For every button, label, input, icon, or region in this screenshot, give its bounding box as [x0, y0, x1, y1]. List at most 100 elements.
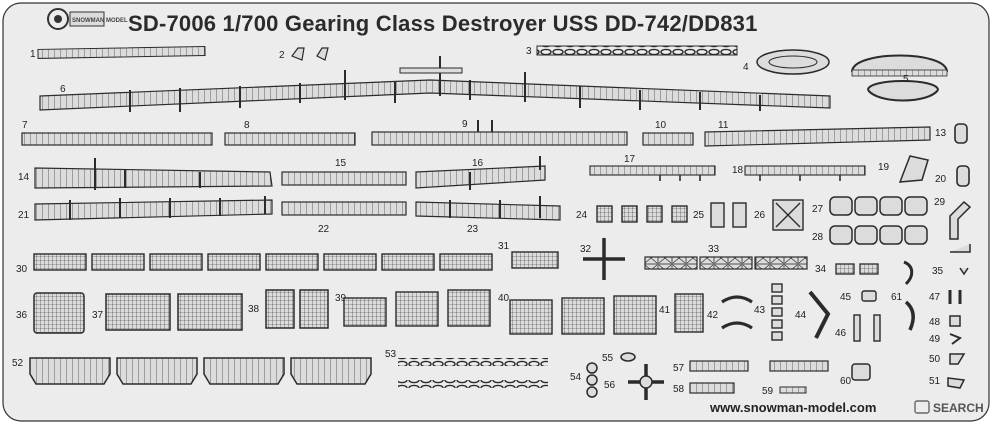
watermark-icon — [914, 400, 930, 414]
part-number: 30 — [16, 264, 28, 275]
part-number: 8 — [244, 120, 250, 131]
snowman-logo: SNOWMAN MODEL — [47, 8, 128, 30]
part-number: 47 — [929, 292, 941, 303]
part-number: 42 — [707, 310, 719, 321]
part-4-boat — [756, 49, 830, 75]
part-number: 9 — [462, 119, 468, 130]
part-28-tanks — [829, 225, 928, 245]
part-number: 28 — [812, 232, 824, 243]
brand-logo-text: SNOWMAN MODEL — [72, 18, 128, 24]
part-23-rail — [415, 201, 561, 221]
part-59-strip — [779, 386, 807, 394]
part-30-platforms — [33, 253, 493, 271]
part-42-clips — [721, 295, 753, 330]
part-number: 35 — [932, 266, 944, 277]
watermark-text: SEARCH — [933, 401, 984, 415]
part-number: 19 — [878, 162, 890, 173]
part-number: 24 — [576, 210, 588, 221]
part-15-rail — [281, 171, 407, 186]
part-number: 53 — [385, 349, 397, 360]
part-17-rail — [589, 165, 716, 176]
part-16-rail — [415, 165, 546, 189]
part-number: 50 — [929, 354, 941, 365]
part-34-pieces — [835, 263, 879, 275]
part-number: 1 — [30, 49, 36, 60]
part-number: 4 — [743, 62, 749, 73]
part-19-piece — [898, 155, 929, 183]
part-number: 39 — [335, 293, 347, 304]
part-45-piece — [861, 290, 877, 302]
part-number: 60 — [840, 376, 852, 387]
part-44-ladder — [808, 290, 831, 339]
part-number: 49 — [929, 334, 941, 345]
part-37-racks — [105, 293, 243, 331]
part-number: 44 — [795, 310, 807, 321]
part-2-piece — [291, 47, 329, 61]
part-50-piece — [949, 353, 966, 365]
part-number: 20 — [935, 174, 947, 185]
part-20-piece — [956, 165, 970, 187]
part-number: 5 — [903, 74, 909, 85]
part-number: 37 — [92, 310, 104, 321]
part-number: 56 — [604, 380, 616, 391]
part-number: 11 — [718, 120, 729, 131]
part-number: 21 — [18, 210, 30, 221]
part-53-chain-b — [398, 380, 548, 388]
website-url: www.snowman-model.com — [709, 400, 876, 415]
part-6-long-rail — [39, 79, 831, 111]
part-48-piece — [949, 315, 961, 327]
part-9-strip — [371, 131, 628, 146]
part-27-tanks — [829, 196, 928, 216]
part-3-chain-strip — [536, 45, 738, 56]
part-58-strip — [689, 382, 735, 394]
part-36-grate — [33, 292, 85, 334]
part-49-piece — [949, 333, 963, 345]
part-number: 38 — [248, 304, 260, 315]
part-number: 33 — [708, 244, 720, 255]
part-38-frames — [265, 289, 329, 329]
part-number: 25 — [693, 210, 705, 221]
part-46-rods — [853, 314, 881, 342]
part-number: 58 — [673, 384, 685, 395]
part-25-pieces — [710, 202, 747, 228]
part-number: 61 — [891, 292, 903, 303]
part-57-strip-b — [769, 360, 829, 372]
part-24-hatches — [596, 205, 688, 223]
part-number: 3 — [526, 46, 532, 57]
part-number: 43 — [754, 305, 766, 316]
part-number: 45 — [840, 292, 852, 303]
part-number: 31 — [498, 241, 510, 252]
part-number: 40 — [498, 293, 510, 304]
part-35-heart — [959, 267, 969, 276]
part-31-piece — [511, 251, 559, 269]
sheet-title: SD-7006 1/700 Gearing Class Destroyer US… — [128, 11, 758, 36]
part-number: 13 — [935, 128, 947, 139]
part-7-strip — [21, 132, 213, 146]
part-11-strip — [704, 126, 931, 147]
part-number: 48 — [929, 317, 941, 328]
part-number: 27 — [812, 204, 824, 215]
part-29-bracket — [949, 200, 972, 253]
part-40-assemblies — [509, 295, 657, 335]
part-number: 34 — [815, 264, 827, 275]
part-number: 23 — [467, 224, 479, 235]
part-number: 29 — [934, 197, 946, 208]
part-number: 6 — [60, 84, 66, 95]
part-number: 10 — [655, 120, 667, 131]
part-number: 54 — [570, 372, 582, 383]
part-57-strip — [689, 360, 749, 372]
part-number: 16 — [472, 158, 484, 169]
part-55-piece — [620, 352, 636, 362]
part-39-assemblies — [343, 289, 491, 327]
part-number: 18 — [732, 165, 744, 176]
part-26-piece — [772, 199, 804, 231]
part-number: 2 — [279, 50, 285, 61]
part-52-shields — [29, 357, 372, 385]
part-number: 22 — [318, 224, 330, 235]
part-number: 17 — [624, 154, 636, 165]
part-number: 26 — [754, 210, 766, 221]
part-21-rail — [34, 199, 273, 221]
part-1-rail — [37, 46, 206, 59]
part-43-links — [771, 283, 783, 341]
